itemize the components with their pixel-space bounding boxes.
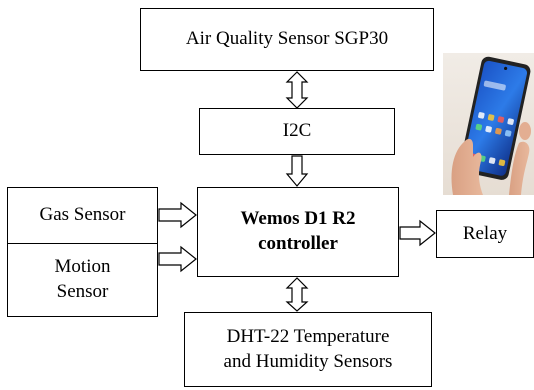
motion-sensor-label-line2: Sensor <box>56 281 109 302</box>
dht-sensor-label-line1: DHT-22 Temperature <box>226 325 390 347</box>
controller-box: Wemos D1 R2 controller <box>197 187 399 277</box>
arrow-controller-relay <box>399 219 436 247</box>
arrow-motion-controller <box>158 245 197 273</box>
controller-label-line1: Wemos D1 R2 <box>240 208 356 230</box>
dht-sensor-box: DHT-22 Temperature and Humidity Sensors <box>184 312 432 387</box>
gas-sensor-label: Gas Sensor <box>39 204 126 226</box>
controller-label-line2: controller <box>258 233 338 254</box>
relay-label: Relay <box>462 222 508 244</box>
relay-box: Relay <box>436 210 534 258</box>
arrow-gas-controller <box>158 201 197 229</box>
i2c-label: I2C <box>282 120 312 142</box>
arrow-i2c-controller <box>285 155 309 187</box>
air-quality-sensor-label: Air Quality Sensor SGP30 <box>185 28 389 50</box>
arrow-sgp30-i2c <box>285 71 309 109</box>
smartphone-hand-image <box>443 53 534 195</box>
arrow-controller-dht <box>285 277 309 312</box>
gas-sensor-box: Gas Sensor <box>7 187 158 244</box>
i2c-box: I2C <box>199 108 395 155</box>
dht-sensor-label-line2: and Humidity Sensors <box>223 350 393 372</box>
motion-sensor-box: Motion Sensor <box>7 243 158 317</box>
motion-sensor-label-line1: Motion <box>54 256 111 278</box>
air-quality-sensor-box: Air Quality Sensor SGP30 <box>140 8 434 71</box>
